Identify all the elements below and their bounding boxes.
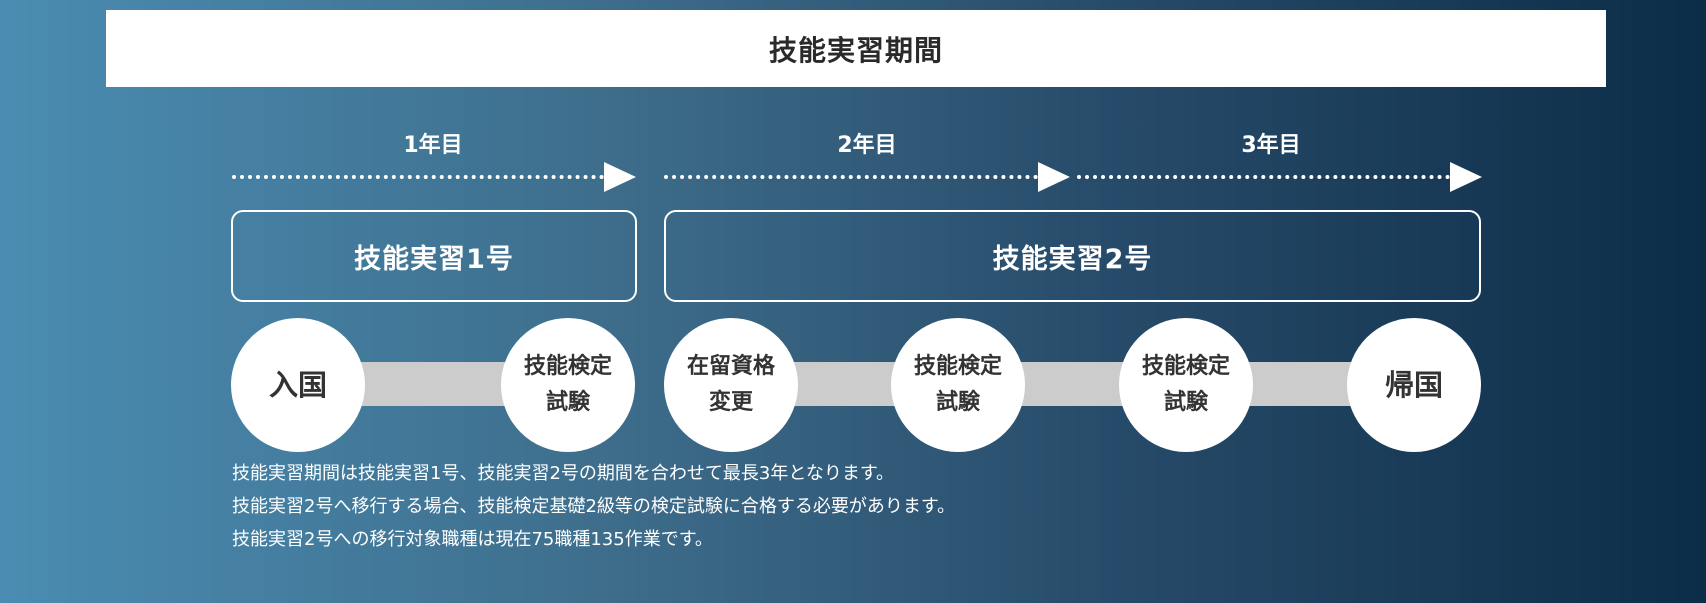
year-label-2: 2年目	[837, 133, 897, 158]
arrow-line	[664, 175, 1038, 179]
year-1-arrow	[232, 162, 636, 192]
stage-box-2: 技能実習2号	[664, 210, 1481, 302]
arrow-line	[1077, 175, 1450, 179]
milestone-label-line2: 変更	[708, 390, 753, 415]
page-title: 技能実習期間	[106, 10, 1606, 87]
arrow-head-icon	[1450, 162, 1482, 192]
milestone-skill-test-3: 技能検定 試験	[1119, 318, 1253, 452]
year-label-1: 1年目	[403, 133, 463, 158]
timeline-bar-2	[731, 362, 1415, 406]
year-3-arrow	[1077, 162, 1482, 192]
milestone-label-line1: 技能検定	[913, 354, 1002, 379]
milestone-label-line2: 試験	[1163, 390, 1208, 415]
notes: 技能実習期間は技能実習1号、技能実習2号の期間を合わせて最長3年となります。 技…	[232, 457, 955, 556]
milestone-label: 帰国	[1384, 368, 1443, 402]
arrow-head-icon	[604, 162, 636, 192]
note-line: 技能実習2号への移行対象職種は現在75職種135作業です。	[232, 529, 713, 550]
milestone-skill-test-1: 技能検定 試験	[501, 318, 635, 452]
arrow-line	[232, 175, 604, 179]
milestone-label-line2: 試験	[935, 390, 980, 415]
milestone-entry: 入国	[231, 318, 365, 452]
milestone-label-line2: 試験	[545, 390, 590, 415]
milestone-skill-test-2: 技能検定 試験	[891, 318, 1025, 452]
milestone-label-line1: 在留資格	[686, 354, 775, 379]
note-line: 技能実習2号へ移行する場合、技能検定基礎2級等の検定試験に合格する必要があります…	[232, 496, 956, 517]
milestone-return-home: 帰国	[1347, 318, 1481, 452]
year-2-arrow	[664, 162, 1070, 192]
note-line: 技能実習期間は技能実習1号、技能実習2号の期間を合わせて最長3年となります。	[232, 463, 895, 484]
milestone-label: 入国	[268, 368, 327, 402]
milestone-status-change: 在留資格 変更	[664, 318, 798, 452]
arrow-head-icon	[1038, 162, 1070, 192]
year-label-3: 3年目	[1241, 133, 1301, 158]
milestone-label-line1: 技能検定	[1141, 354, 1230, 379]
stage-box-1: 技能実習1号	[231, 210, 637, 302]
milestone-label-line1: 技能検定	[523, 354, 612, 379]
